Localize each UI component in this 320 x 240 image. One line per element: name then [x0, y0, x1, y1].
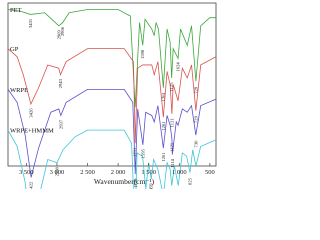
series-label-0: PET — [10, 7, 22, 14]
peak-label-1-1: 2943 — [58, 78, 63, 88]
x-axis-ticks: 3 500 3 000 2 500 2 000 1 500 1 000 500 — [19, 163, 215, 176]
x-tick-label-3: 2 000 — [111, 169, 126, 176]
peak-label-1-0: 3426 — [28, 108, 33, 118]
series-line-0 — [7, 9, 216, 108]
x-axis-label: Wavenumber(cm⁻¹) — [94, 177, 155, 186]
legend-layer: PET GP WRPE WRPE+HMMM — [10, 7, 54, 135]
peak-label-0-2: 2906 — [60, 26, 65, 36]
peak-label-3-7: 825 — [188, 177, 193, 185]
x-tick-label-0: 3 500 — [19, 169, 34, 176]
peak-label-1-4: 1121 — [169, 118, 174, 128]
annotation-layer: 3431296929061598126111251024729342629431… — [28, 18, 198, 189]
series-line-3 — [7, 129, 217, 189]
peak-label-2-6: 1114 — [170, 158, 175, 168]
plot-frame — [7, 2, 217, 167]
peak-label-2-3: 1595 — [140, 149, 145, 159]
x-tick-label-2: 2 500 — [80, 169, 95, 176]
x-tick-label-1: 3 000 — [50, 169, 65, 176]
peak-label-2-7: 730 — [193, 140, 198, 148]
x-tick-label-5: 1 000 — [172, 169, 187, 176]
peak-label-3-1: 2998 — [55, 166, 60, 176]
peak-label-0-5: 1125 — [169, 82, 174, 92]
x-tick-label-6: 500 — [205, 169, 215, 176]
peak-label-1-3: 1261 — [161, 121, 166, 131]
peak-label-0-1: 2969 — [56, 30, 61, 40]
peak-label-1-5: 729 — [193, 115, 198, 123]
series-layer — [7, 9, 217, 189]
peak-label-3-4: 1459 — [149, 183, 154, 189]
x-tick-label-4: 1 500 — [141, 169, 156, 176]
peak-label-2-4: 1261 — [161, 152, 166, 162]
peak-label-0-3: 1598 — [140, 49, 145, 59]
series-label-3: WRPE+HMMM — [10, 128, 54, 135]
peak-label-0-0: 3431 — [28, 18, 33, 28]
series-line-2 — [7, 88, 217, 178]
peak-label-2-5: 1121 — [169, 142, 174, 152]
series-label-2: WRPE — [10, 87, 28, 94]
peak-label-2-2: 1720 — [133, 178, 138, 188]
peak-label-1-2: 1721 — [133, 147, 138, 157]
series-label-1: GP — [10, 46, 19, 53]
peak-label-0-6: 1024 — [175, 62, 180, 72]
peak-label-2-1: 2937 — [58, 119, 63, 129]
peak-label-0-7: 729 — [193, 86, 198, 94]
series-line-1 — [7, 48, 217, 144]
peak-label-2-0: 3422 — [29, 181, 34, 189]
ftir-chart: 3431296929061598126111251024729342629431… — [7, 2, 217, 189]
peak-label-0-4: 1261 — [161, 91, 166, 101]
